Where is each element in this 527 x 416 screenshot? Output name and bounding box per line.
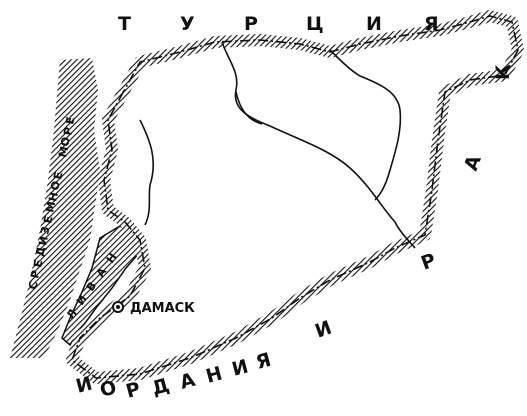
syria-border <box>66 10 524 384</box>
svg-text:Р: Р <box>28 269 42 280</box>
east-letter: Р <box>418 249 439 274</box>
svg-text:Е: Е <box>51 171 65 181</box>
north-letter: И <box>366 13 382 35</box>
svg-text:С: С <box>26 280 40 291</box>
svg-text:Д: Д <box>33 245 48 257</box>
capital-damascus: ДАМАСК <box>112 301 195 316</box>
south-letter: И <box>74 372 95 397</box>
label-mediterranean-sea: С Р Е Д И З Е М Н О Е М О Р Е <box>26 116 77 291</box>
east-letter: А <box>460 152 486 174</box>
north-letter: Ц <box>306 13 324 35</box>
svg-text:Е: Е <box>41 215 55 225</box>
capital-label: ДАМАСК <box>130 301 195 316</box>
svg-text:М: М <box>43 200 58 213</box>
svg-text:Е: Е <box>63 116 77 126</box>
mediterranean-coast <box>10 58 100 358</box>
north-letter: Т <box>118 13 131 35</box>
border-river <box>235 91 263 125</box>
east-letter: К <box>492 64 514 80</box>
south-letter: Н <box>204 362 225 387</box>
south-letter: И <box>230 355 251 380</box>
euphrates-river <box>221 41 416 249</box>
north-letter: Я <box>424 13 439 35</box>
svg-text:М: М <box>56 145 71 158</box>
label-turkey: Т У Р Ц И Я <box>118 13 439 35</box>
svg-text:Р: Р <box>61 126 75 137</box>
svg-text:Е: Е <box>31 259 45 269</box>
south-letter: А <box>178 369 198 394</box>
rivers <box>139 41 416 249</box>
east-letter: И <box>312 317 334 343</box>
label-iraq: И Р А К <box>312 64 514 343</box>
south-letter: Р <box>124 378 143 403</box>
north-letter: У <box>180 13 195 35</box>
south-letter: О <box>98 376 119 401</box>
south-letter: Я <box>254 349 274 374</box>
svg-text:Н: Н <box>46 191 61 203</box>
svg-text:О: О <box>58 136 73 148</box>
north-letter: Р <box>244 13 258 35</box>
khabur-river <box>329 49 402 201</box>
svg-text:И: И <box>36 235 51 247</box>
svg-text:О: О <box>48 180 63 192</box>
svg-text:З: З <box>38 225 52 236</box>
south-letter: Д <box>150 374 172 400</box>
orontes-river <box>139 119 154 226</box>
label-jordan: И О Р Д А Н И Я <box>74 349 274 403</box>
